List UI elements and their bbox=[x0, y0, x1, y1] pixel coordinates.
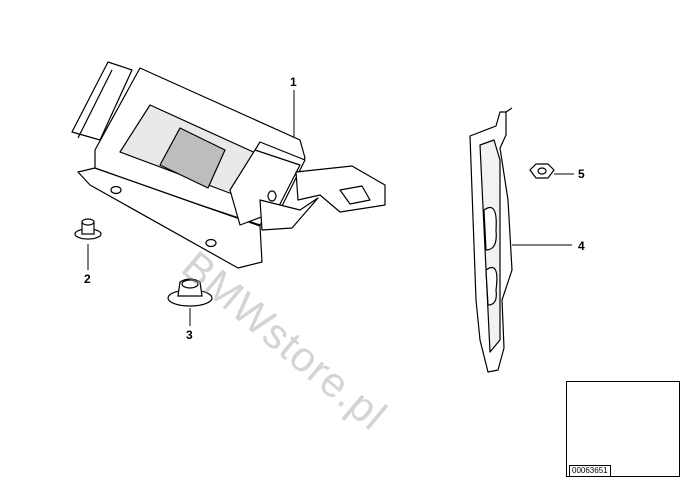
part-5-hex-nut bbox=[529, 163, 555, 179]
part-2-nut bbox=[74, 218, 102, 240]
part-4-vertical-bracket bbox=[469, 107, 513, 373]
callout-2: 2 bbox=[84, 272, 91, 286]
callout-4: 4 bbox=[578, 239, 585, 253]
part-1-bracket bbox=[71, 61, 386, 269]
thumbnail-id: 00063651 bbox=[569, 465, 611, 477]
part-3-grommet bbox=[167, 278, 213, 307]
callout-3: 3 bbox=[186, 328, 193, 342]
callout-1: 1 bbox=[290, 75, 297, 89]
callout-5: 5 bbox=[578, 167, 585, 181]
vehicle-thumbnail bbox=[566, 381, 680, 477]
